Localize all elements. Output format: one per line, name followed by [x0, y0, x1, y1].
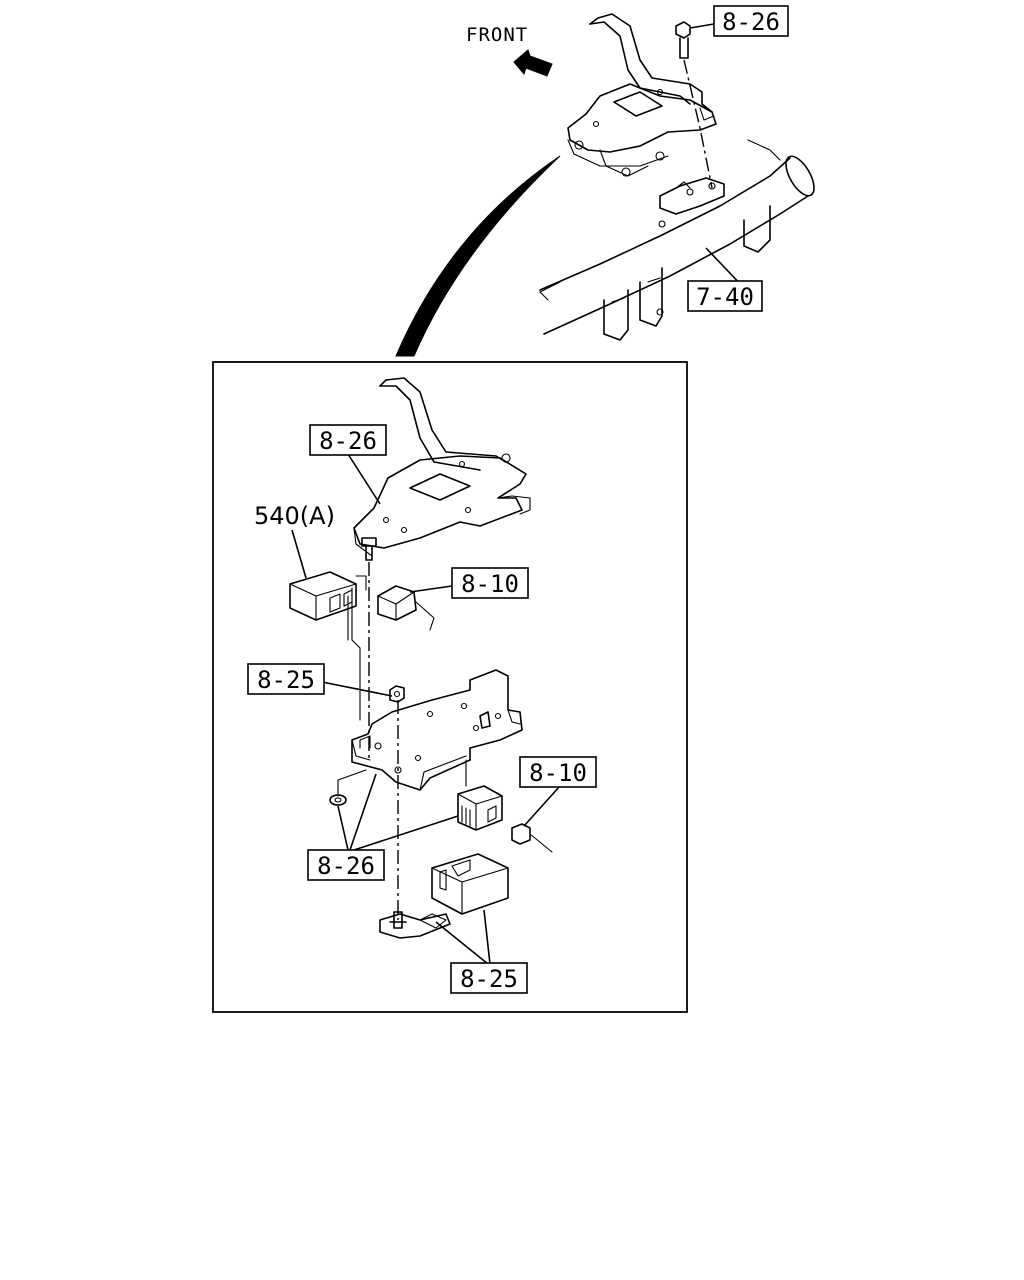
svg-text:8-26: 8-26 [317, 852, 375, 880]
callout-8-10-upper: 8-10 [451, 567, 529, 599]
callout-8-26-group: 8-26 [307, 849, 385, 881]
callout-8-10-lower: 8-10 [519, 756, 597, 788]
detail-pointer [395, 155, 561, 357]
label-540a: 540(A) [254, 502, 335, 530]
svg-text:8-25: 8-25 [460, 965, 518, 993]
svg-text:8-26: 8-26 [722, 8, 780, 36]
front-label: FRONT [466, 24, 528, 46]
top-assembly [539, 13, 815, 341]
svg-text:8-26: 8-26 [319, 427, 377, 455]
callout-8-26-top: 8-26 [713, 5, 789, 37]
detail-assembly [289, 377, 561, 965]
callout-7-40: 7-40 [687, 280, 763, 312]
callout-8-25-nut: 8-25 [247, 663, 325, 695]
svg-text:8-10: 8-10 [529, 759, 587, 787]
callout-8-25-group: 8-25 [450, 962, 528, 994]
arrow-left-up-icon [513, 49, 553, 77]
svg-text:8-25: 8-25 [257, 666, 315, 694]
front-indicator: FRONT [466, 24, 553, 77]
callout-8-26-detail-top: 8-26 [309, 424, 387, 456]
svg-text:7-40: 7-40 [696, 283, 754, 311]
detail-frame [212, 361, 688, 1013]
svg-text:8-10: 8-10 [461, 570, 519, 598]
